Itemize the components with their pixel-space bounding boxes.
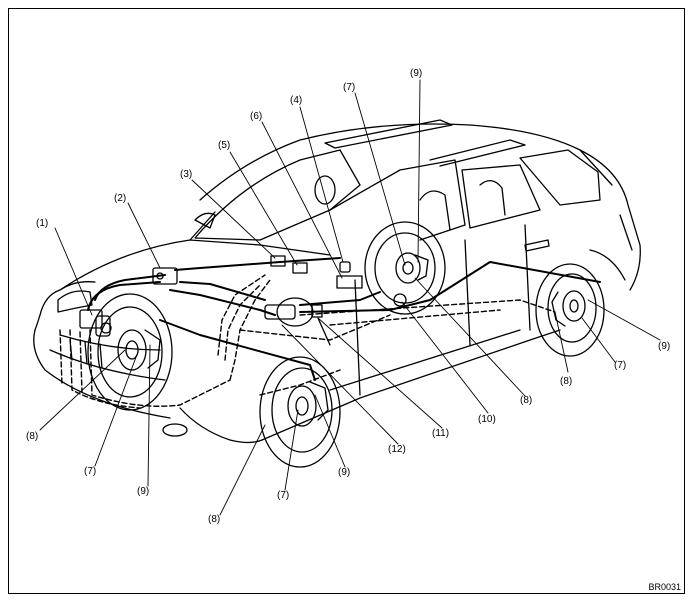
front-left-wheel bbox=[87, 293, 173, 411]
rear-sensor-10 bbox=[393, 293, 407, 307]
callout-9-right: (9) bbox=[658, 341, 670, 352]
callout-11: (11) bbox=[432, 428, 449, 439]
callout-12: (12) bbox=[388, 444, 406, 455]
callout-labels: (1) (2) (3) (5) (6) (4) (7) (9) (9) (7) … bbox=[26, 68, 670, 525]
callout-10: (10) bbox=[478, 414, 496, 425]
callout-9-top: (9) bbox=[410, 68, 422, 79]
callout-9-front-right: (9) bbox=[338, 467, 350, 478]
callout-9-front-left: (9) bbox=[137, 486, 149, 497]
brake-switch bbox=[311, 304, 331, 346]
callout-2: (2) bbox=[114, 193, 126, 204]
leader-lines bbox=[39, 79, 661, 516]
relay-box-5 bbox=[292, 262, 308, 274]
control-unit-6 bbox=[336, 275, 363, 289]
rear-right-wheel bbox=[535, 263, 605, 357]
callout-5: (5) bbox=[218, 140, 230, 151]
callout-6: (6) bbox=[250, 111, 262, 122]
rear-left-wheel bbox=[364, 221, 446, 315]
figure-code: BR0031 bbox=[648, 582, 681, 592]
master-cylinder bbox=[264, 297, 314, 327]
sensor-harness-dashed bbox=[59, 274, 556, 409]
figure-frame bbox=[8, 8, 685, 594]
callout-3: (3) bbox=[180, 169, 192, 180]
callout-8-right: (8) bbox=[560, 376, 572, 387]
hydraulic-control-unit bbox=[79, 309, 112, 337]
relay-box-3 bbox=[270, 255, 286, 267]
callout-7-right: (7) bbox=[614, 360, 626, 371]
callout-1: (1) bbox=[36, 218, 48, 229]
callout-8-rear: (8) bbox=[520, 395, 532, 406]
callout-7-front-right: (7) bbox=[277, 490, 289, 501]
g-sensor bbox=[339, 261, 351, 273]
callout-4: (4) bbox=[290, 95, 302, 106]
callout-8-front-left: (8) bbox=[26, 431, 38, 442]
callout-8-front-right: (8) bbox=[208, 514, 220, 525]
abs-control-module bbox=[152, 267, 178, 285]
callout-7-front-left: (7) bbox=[84, 466, 96, 477]
car-body-outline bbox=[33, 119, 641, 444]
callout-7-top: (7) bbox=[343, 82, 355, 93]
